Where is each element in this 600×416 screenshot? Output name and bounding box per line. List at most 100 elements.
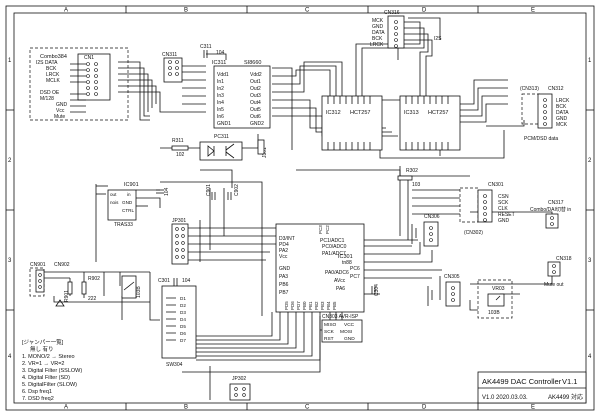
title-block: AK4499 DAC Controller V1.1 V1.0 2020.03.…: [477, 371, 587, 404]
sw304-d2: D2: [180, 303, 186, 308]
jp302-header: JP302: [229, 376, 251, 401]
pcm-dsd-label: PCM/DSD data: [524, 136, 558, 142]
cn316-pin-bck: BCK: [372, 36, 383, 42]
r302-value: 103: [412, 182, 421, 188]
cn303-pin-rst: RST: [324, 336, 334, 342]
ic311-pin-vdd1: Vdd1: [217, 72, 229, 78]
combo-pin-lrck: LRCK: [46, 72, 60, 78]
cn311-connector: CN311: [162, 52, 183, 83]
ic301-pin-avcc: AVcc: [334, 278, 346, 284]
cn303-pin-gnd: GND: [344, 336, 355, 342]
ic311-pin-out1: Out1: [250, 79, 261, 85]
ic901-pin-out: out: [110, 192, 117, 197]
combo-pin-m128: M/128: [40, 96, 54, 102]
col-label-c-bottom: C: [305, 405, 310, 411]
cn316-pin-data: DATA: [372, 30, 385, 36]
vr03-potentiometer: VR03 103B: [477, 279, 513, 319]
ic312-label: IC312: [326, 110, 341, 116]
cn301-label: CN301: [488, 182, 504, 188]
ic301-pin-pb3: PB3: [320, 301, 325, 310]
row-label-3-right: 3: [588, 258, 592, 264]
ic301-pin-pb0: PB0: [302, 301, 307, 310]
col-label-a-bottom: A: [64, 405, 68, 411]
col-label-b-bottom: B: [184, 405, 188, 411]
ic311-pin-in5: In5: [217, 107, 224, 113]
legend-item-3: 3. Digital Filter (SSLOW): [22, 368, 82, 374]
title-block-note: AK4499 対応: [548, 393, 583, 401]
legend-header: 無し 有り: [30, 345, 54, 353]
drawing-frame: [5, 5, 595, 411]
cn303-label: CN303 AVR-ISP: [322, 314, 359, 320]
ic311-pin-out3: Out3: [250, 93, 261, 99]
combo-pin-dsd-oe: DSD OE: [40, 90, 60, 96]
ic901-label: IC901: [124, 182, 139, 188]
ic301-pin-pb1: PB1: [308, 301, 313, 310]
sw304-d6: D6: [180, 331, 186, 336]
ic301-pin-pb2: PB2: [314, 301, 319, 310]
col-label-e-bottom: E: [531, 405, 535, 411]
ic901-part: TRAS33: [114, 222, 133, 228]
cn316-label: CN316: [384, 10, 400, 16]
ic311-pin-in6: In6: [217, 114, 224, 120]
c311-capacitor: C311 104: [200, 44, 225, 58]
ic311-pin-out2: Out2: [250, 86, 261, 92]
ic312-mux: IC312 HCT257: [321, 95, 383, 151]
ic301-pin-pc6: PC6: [350, 266, 360, 272]
r302-resistor: R302 103: [397, 168, 421, 188]
ic301-part: tn88: [342, 260, 352, 266]
cn316-connector: CN316 MCK GND DATA BCK LRCK I2S: [370, 10, 442, 49]
cn312-pin-lrck: LRCK: [556, 98, 570, 104]
cn317-connector: CN317 Combo/DAI切替 in: [530, 200, 571, 229]
ic301-pin-d3int: D3/INT: [279, 236, 295, 242]
legend-item-5: 5. DigitalFilter (SLOW): [22, 382, 77, 388]
jumper-legend: [ジャンパー一覧] 無し 有り 1. MONO/2 → Stereo 2. VR…: [22, 338, 82, 402]
combo-pin-mclk: MCLK: [46, 78, 61, 84]
pc311-photocoupler: PC311: [199, 134, 259, 161]
row-label-4: 4: [8, 354, 12, 360]
jp302-label: JP302: [232, 376, 246, 382]
cn311-label: CN311: [162, 52, 177, 58]
c901-capacitor: C901: [206, 184, 216, 200]
ic301-pin-pb5: PB5: [332, 301, 337, 310]
r902-label: R902: [88, 276, 100, 282]
sw304-d5: D5: [180, 324, 186, 329]
cn313-connector: (CN313): [520, 86, 541, 125]
cn303-pin-miso: MISO: [324, 322, 337, 328]
cn301-pin-reset: RESET: [498, 212, 515, 218]
c301-capacitor: C301 104: [158, 278, 191, 286]
c304-capacitor: C304: [371, 284, 380, 296]
legend-item-1: 1. MONO/2 → Stereo: [22, 354, 75, 360]
sw304-d7: D7: [180, 338, 186, 343]
combo-title: Combo384: [40, 54, 67, 60]
cn901-cn902-input: CN901 CN902: [29, 262, 70, 297]
cn301-pin-gnd: GND: [498, 218, 510, 224]
cn316-pin-mck: MCK: [372, 18, 384, 24]
ic301-pin-pa6: PA6: [336, 286, 345, 292]
cn318-connector: CN318 Mute out: [544, 256, 572, 288]
c301-label: C301: [158, 278, 170, 284]
legend-item-7: 7. DSD freq2: [22, 396, 54, 402]
cn302-label: (CN302): [464, 230, 483, 236]
ic901-pin-ctrl: CTRL: [122, 208, 134, 213]
col-label-e: E: [531, 8, 535, 14]
col-label-c: C: [305, 8, 310, 14]
row-label-1: 1: [8, 58, 12, 64]
cn305-label: CN305: [444, 274, 460, 280]
cn318-label: CN318: [556, 256, 572, 262]
ic311-pin-in4: In4: [217, 100, 224, 106]
cn303-isp-header: CN303 AVR-ISP MISO VCC SCK MOSI RST GND: [321, 314, 363, 343]
legend-title: [ジャンパー一覧]: [22, 338, 64, 346]
sw304-d1: D1: [180, 296, 186, 301]
c311-value: 104: [216, 50, 225, 56]
cn317-desc: Combo/DAI切替 in: [530, 206, 571, 213]
cn312-pin-data: DATA: [556, 110, 569, 116]
ic301-pin-pc1: PC1/ADC1: [320, 238, 345, 244]
ic301-mcu: IC301 tn88 D3/INT PD4 PA2 Vcc GND PA3 PB…: [275, 223, 365, 313]
col-label-b: B: [184, 8, 188, 14]
sw304-label: SW304: [166, 362, 183, 368]
ic301-pin-pd6: PD6: [290, 301, 295, 310]
r302-label: R302: [406, 168, 418, 174]
ic301-pin-pb6: PB6: [279, 282, 289, 288]
sw304-d4: D4: [180, 317, 186, 322]
